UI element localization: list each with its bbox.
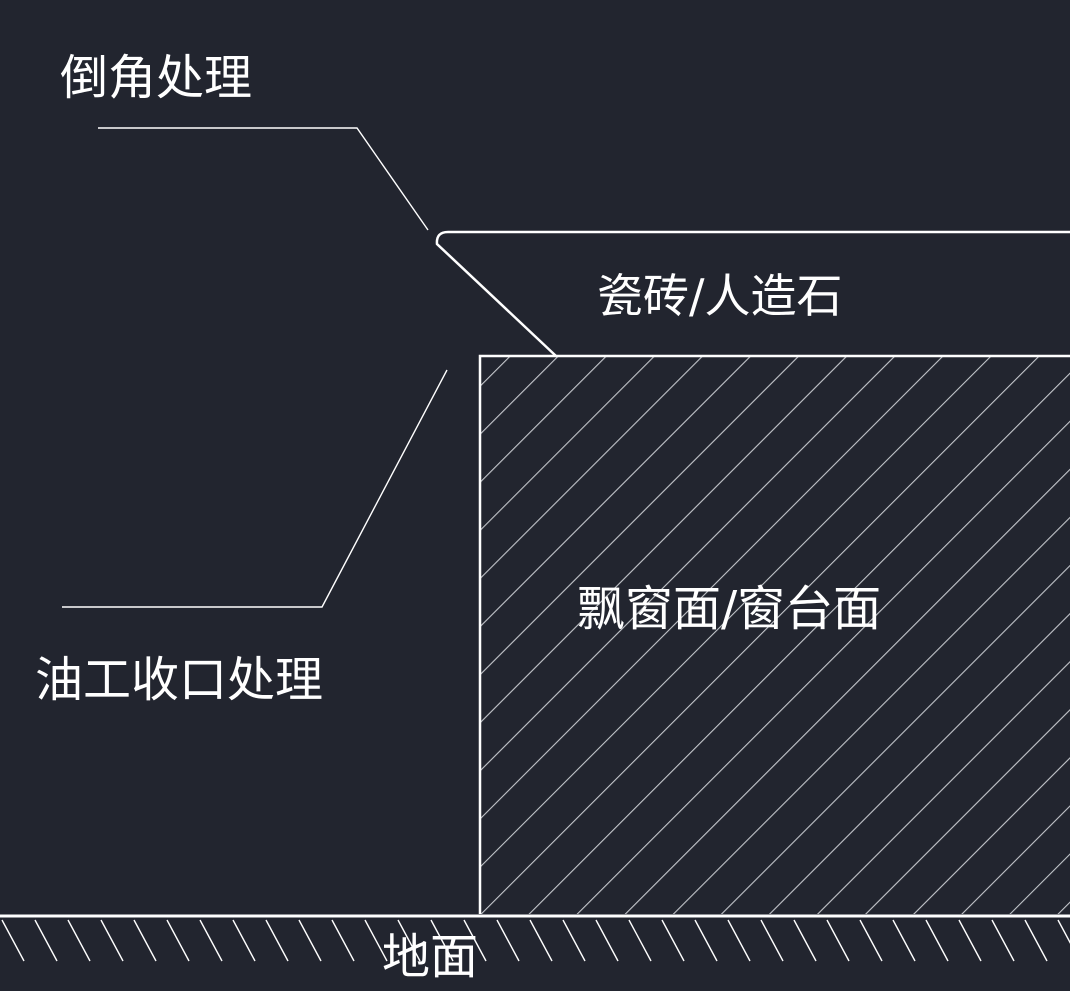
ground-hatch-mark bbox=[529, 919, 553, 962]
ground-hatch-mark bbox=[892, 919, 916, 962]
ground-hatch-mark bbox=[430, 919, 454, 962]
ground-hatch-mark bbox=[199, 919, 223, 962]
ground-hatch-mark bbox=[826, 919, 850, 962]
ground-hatch-mark bbox=[232, 919, 256, 962]
ground-hatch-mark bbox=[34, 919, 58, 962]
ground-hatch-mark bbox=[727, 919, 751, 962]
sill-hatch bbox=[481, 357, 1070, 914]
ground-hatch-mark bbox=[331, 919, 355, 962]
ground-hatch-mark bbox=[694, 919, 718, 962]
ground-hatch-mark bbox=[595, 919, 619, 962]
paint-finish-label: 油工收口处理 bbox=[35, 652, 323, 708]
ground-hatch-mark bbox=[265, 919, 289, 962]
ground-hatch-mark bbox=[67, 919, 91, 962]
ground-hatch-mark bbox=[859, 919, 883, 962]
ground-hatch bbox=[1, 919, 1070, 962]
ground-hatch-mark bbox=[991, 919, 1015, 962]
ground-hatch-mark bbox=[364, 919, 388, 962]
sill-body bbox=[478, 354, 1070, 914]
ground-hatch-mark bbox=[133, 919, 157, 962]
sill-label: 飘窗面/窗台面 bbox=[577, 581, 881, 637]
ground-label: 地面 bbox=[382, 929, 478, 985]
ground-hatch-mark bbox=[793, 919, 817, 962]
chamfer-leader-line bbox=[98, 127, 429, 231]
ground-hatch-mark bbox=[1024, 919, 1048, 962]
ground-hatch-mark bbox=[463, 919, 487, 962]
paint-finish-leader-line bbox=[62, 369, 448, 608]
ground-hatch-mark bbox=[397, 919, 421, 962]
sill-outline bbox=[478, 354, 1070, 914]
ground-hatch-mark bbox=[496, 919, 520, 962]
ground-hatch-mark bbox=[166, 919, 190, 962]
stone-slab-outline bbox=[435, 230, 1070, 357]
stone-label: 瓷砖/人造石 bbox=[597, 269, 843, 323]
ground-hatch-mark bbox=[562, 919, 586, 962]
ground-hatch-mark bbox=[628, 919, 652, 962]
ground-hatch-mark bbox=[100, 919, 124, 962]
ground-hatch-mark bbox=[760, 919, 784, 962]
ground-hatch-mark bbox=[1057, 919, 1070, 944]
ground-hatch-mark bbox=[1, 919, 25, 962]
ground-hatch-mark bbox=[958, 919, 982, 962]
ground-hatch-mark bbox=[298, 919, 322, 962]
ground-hatch-mark bbox=[925, 919, 949, 962]
chamfer-label: 倒角处理 bbox=[60, 50, 252, 106]
ground-hatch-mark bbox=[661, 919, 685, 962]
